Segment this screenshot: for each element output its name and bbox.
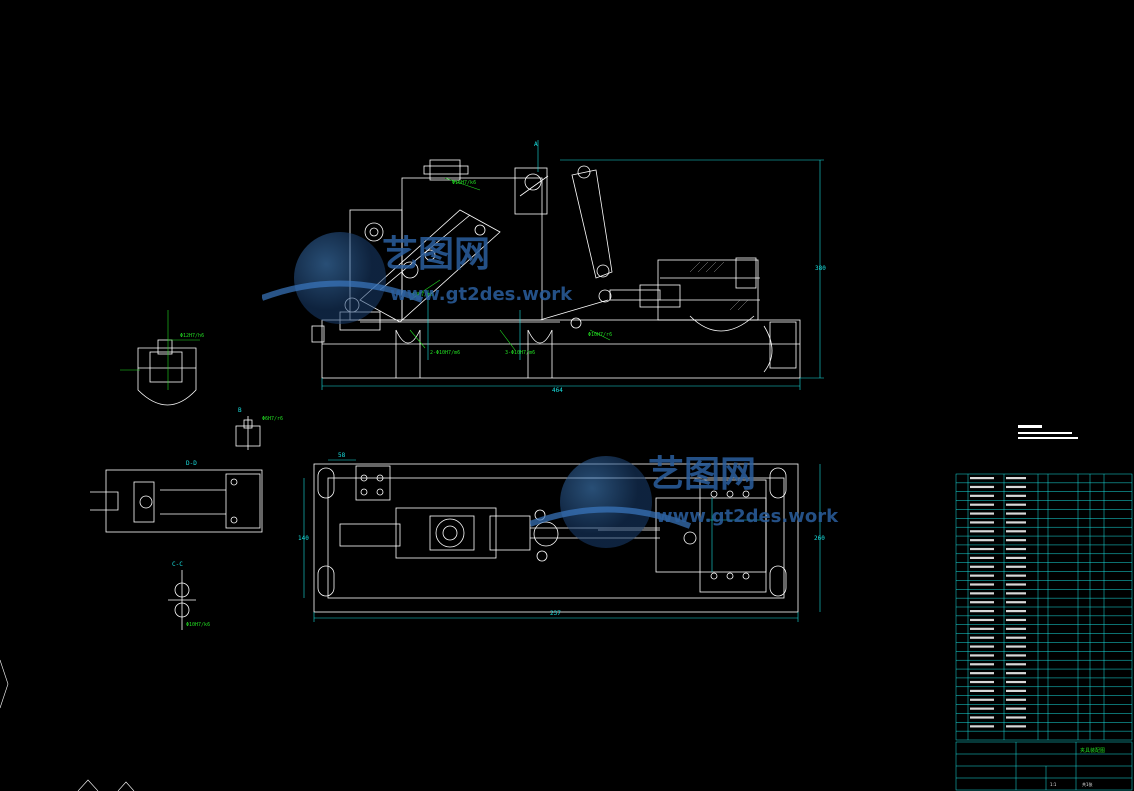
fit-label-4: 3-Φ10H7/m6	[505, 350, 535, 356]
fit-label-5: Φ10H7/r6	[588, 332, 612, 338]
drawing-sheet: 共1张	[1082, 781, 1093, 787]
parts-row-mark	[970, 556, 994, 559]
plan-width2-dim: 260	[814, 535, 825, 542]
parts-row-mark	[970, 547, 994, 551]
parts-row-mark	[970, 565, 994, 568]
parts-row-mark	[970, 680, 994, 684]
parts-list-table	[955, 473, 1133, 741]
fit-label-3: 2-Φ10H7/m6	[430, 350, 460, 356]
parts-row-mark	[1006, 627, 1026, 630]
section-cc-label: C-C	[172, 561, 183, 568]
title-block	[955, 741, 1133, 791]
technical-notes	[1018, 425, 1078, 439]
parts-row-mark	[970, 636, 994, 639]
parts-row-mark	[970, 583, 994, 586]
parts-row-mark	[1006, 503, 1026, 506]
drawing-title: 夹具装配图	[1080, 747, 1105, 754]
parts-row-mark	[970, 592, 994, 595]
parts-row-mark	[970, 716, 994, 719]
parts-row-mark	[970, 503, 994, 506]
parts-row-mark	[970, 539, 994, 542]
parts-row-mark	[1006, 485, 1026, 489]
plan-width-dim: 140	[298, 535, 309, 542]
view-b-label: B	[238, 407, 242, 414]
parts-row-mark	[1006, 672, 1026, 675]
parts-row-mark	[970, 521, 994, 524]
detail-view-c	[235, 416, 261, 450]
parts-row-mark	[1006, 698, 1026, 701]
parts-row-mark	[970, 574, 994, 577]
fit-label-b: Φ12H7/h6	[180, 333, 204, 339]
detail-section-cc	[168, 570, 196, 630]
front-length-dim: 464	[552, 387, 563, 394]
parts-row-mark	[1006, 716, 1026, 719]
parts-row-mark	[1006, 521, 1026, 524]
detail-view-b	[137, 339, 197, 406]
parts-row-mark	[970, 627, 994, 630]
parts-row-mark	[1006, 494, 1026, 497]
parts-row-mark	[970, 663, 994, 666]
parts-row-mark	[970, 689, 994, 692]
drawing-scale: 1:1	[1050, 782, 1057, 787]
parts-row-mark	[1006, 654, 1026, 657]
parts-row-mark	[1006, 512, 1026, 515]
parts-row-mark	[970, 512, 994, 515]
parts-row-mark	[970, 654, 994, 657]
parts-row-mark	[970, 618, 994, 622]
parts-row-mark	[1006, 636, 1026, 639]
parts-row-mark	[1006, 725, 1026, 728]
parts-row-mark	[970, 477, 994, 480]
parts-row-mark	[1006, 689, 1026, 692]
parts-row-mark	[970, 672, 994, 675]
parts-row-mark	[1006, 680, 1026, 684]
fit-label-1: Φ16H7/k6	[452, 180, 476, 186]
plan-length-dim: 237	[550, 610, 561, 617]
parts-row-mark	[1006, 556, 1026, 559]
fit-label-2: Φ8H7/m6	[412, 292, 433, 298]
detail-view-side	[90, 469, 263, 533]
parts-row-mark	[1006, 707, 1026, 710]
parts-row-mark	[970, 698, 994, 701]
front-view	[311, 159, 801, 379]
plan-dimensions	[303, 459, 821, 622]
parts-row-mark	[1006, 601, 1026, 604]
parts-row-mark	[1006, 477, 1026, 480]
parts-row-mark	[1006, 592, 1026, 595]
front-height-dim: 380	[815, 265, 826, 272]
parts-row-mark	[970, 494, 994, 497]
section-a-label: A	[534, 141, 538, 148]
parts-row-mark	[1006, 645, 1026, 648]
parts-row-mark	[1006, 547, 1026, 551]
parts-row-mark	[970, 707, 994, 710]
fit-label-cc: Φ10H7/k6	[186, 622, 210, 628]
parts-row-mark	[970, 725, 994, 728]
parts-row-mark	[1006, 574, 1026, 577]
view-a-label: D-D	[186, 460, 197, 467]
parts-row-mark	[1006, 565, 1026, 568]
front-dimensions	[321, 140, 824, 390]
parts-row-mark	[1006, 610, 1026, 613]
parts-row-mark	[1006, 583, 1026, 586]
parts-row-mark	[970, 610, 994, 613]
parts-row-mark	[1006, 530, 1026, 533]
plan-offset-dim: 58	[338, 452, 346, 459]
fit-label-c: Φ6H7/r6	[262, 416, 283, 422]
parts-row-mark	[970, 485, 994, 489]
parts-row-mark	[1006, 539, 1026, 542]
parts-row-mark	[970, 645, 994, 648]
parts-row-mark	[970, 530, 994, 533]
border-marks	[0, 659, 135, 791]
parts-row-mark	[1006, 663, 1026, 666]
parts-row-mark	[970, 601, 994, 604]
parts-row-mark	[1006, 618, 1026, 622]
